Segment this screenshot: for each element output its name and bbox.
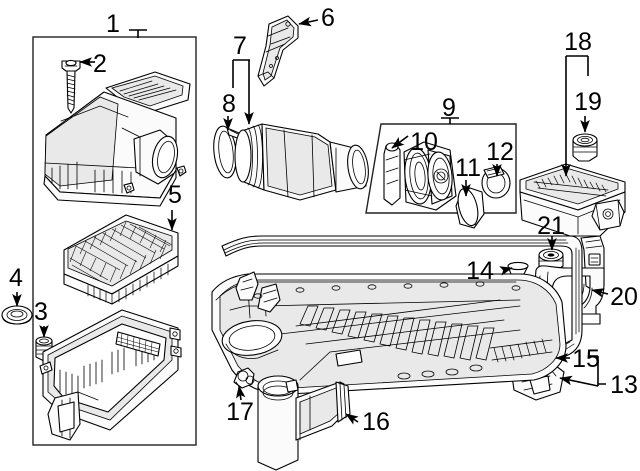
callout-7: 7 (233, 32, 247, 60)
callout-20: 20 (610, 283, 638, 311)
air-cleaner-housing-upper (43, 71, 191, 207)
callout-18: 18 (564, 28, 592, 56)
callout-16: 16 (362, 408, 390, 436)
callout-21: 21 (537, 212, 565, 240)
duct-hose-clamp (213, 125, 241, 179)
callout-5: 5 (168, 181, 182, 209)
callout-15: 15 (572, 345, 600, 373)
intake-manifold-cover (519, 163, 626, 237)
worm-gear-clamp (481, 165, 511, 199)
callout-13: 13 (610, 371, 638, 399)
mass-air-flow-sensor (257, 15, 299, 87)
seal-ring (1, 305, 33, 325)
callout-10: 10 (410, 128, 438, 156)
air-cleaner-assembly-group-box (32, 36, 197, 446)
callout-9: 9 (442, 94, 456, 122)
callout-17: 17 (226, 398, 254, 426)
callout-19: 19 (574, 88, 602, 116)
callout-1: 1 (106, 10, 120, 38)
callout-2: 2 (93, 50, 107, 78)
callout-3: 3 (34, 298, 48, 326)
intake-manifold-body (211, 271, 567, 395)
callout-leaders (12, 16, 609, 425)
air-cleaner-bolt (61, 59, 81, 114)
callout-12: 12 (486, 138, 514, 166)
air-intake-duct (234, 123, 369, 201)
intake-cover-plate (455, 187, 485, 229)
callout-14: 14 (466, 257, 494, 285)
callout-numbers: 1 2 3 4 5 6 7 8 9 10 11 12 13 14 15 16 1… (9, 4, 638, 436)
throttle-body-group-box (365, 123, 517, 214)
resonator-clip (383, 142, 401, 206)
air-inlet-elbow (257, 375, 351, 471)
callout-11: 11 (455, 154, 481, 182)
air-cleaner-housing-lower (39, 309, 182, 441)
callout-4: 4 (9, 264, 23, 292)
callout-6: 6 (321, 4, 335, 32)
callout-8: 8 (222, 90, 236, 118)
air-filter-element (63, 214, 179, 305)
manifold-gasket-seal (221, 235, 583, 361)
throttle-body-housing (403, 141, 457, 211)
cover-grommet (572, 133, 598, 162)
